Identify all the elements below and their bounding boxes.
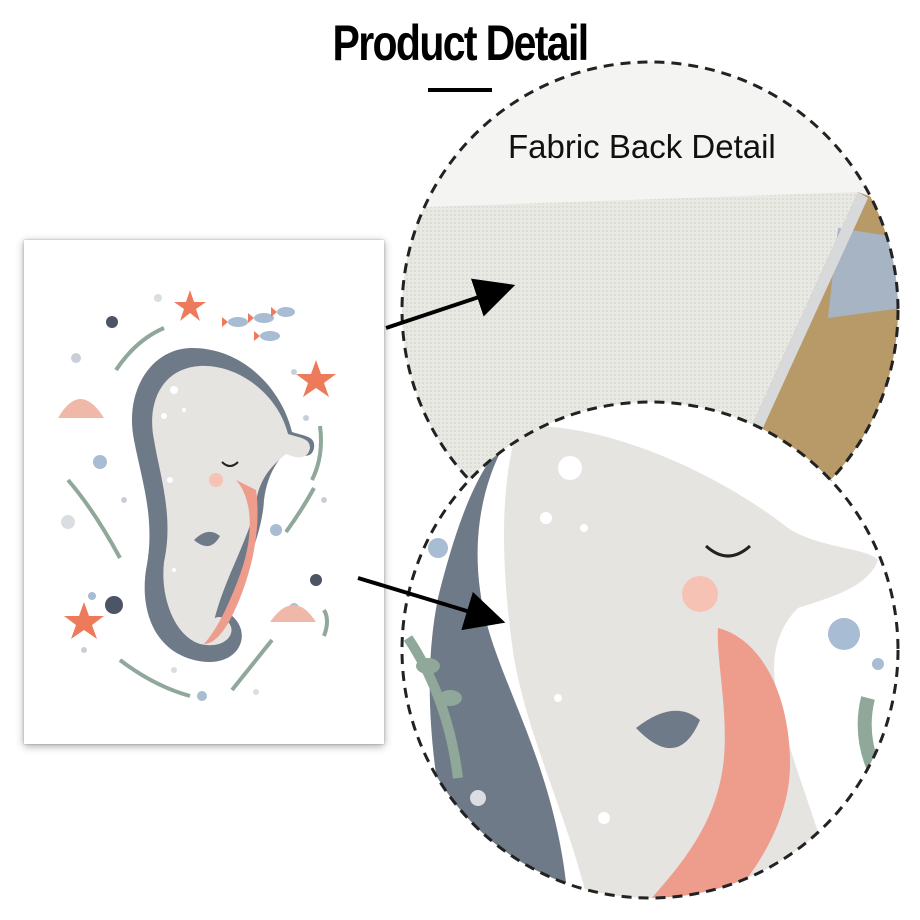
print-detail-circle [398, 398, 902, 902]
poster-print [24, 240, 384, 744]
starfish-icon [64, 290, 336, 639]
bubble-dots [61, 294, 327, 701]
title-underline [428, 88, 492, 92]
fish-icon [222, 307, 295, 341]
seaweed-icon [66, 326, 329, 698]
seahorse-illustration [58, 290, 336, 701]
fabric-detail-label: Fabric Back Detail [508, 128, 776, 165]
seahorse [131, 348, 315, 662]
page-title: Product Detail [332, 15, 590, 71]
shell-icon [58, 399, 316, 622]
